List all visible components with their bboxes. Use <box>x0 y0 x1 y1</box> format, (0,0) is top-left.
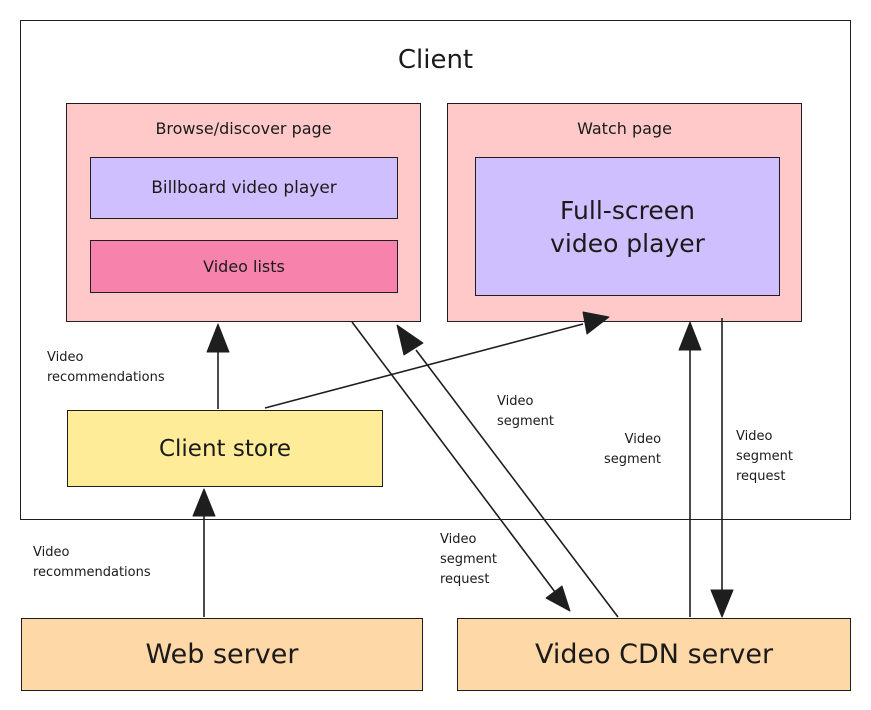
label-recs-to-store: Video recommendations <box>33 545 151 580</box>
client-store-label: Client store <box>158 435 292 462</box>
billboard-video-player: Billboard video player <box>90 157 398 219</box>
label-segment-to-browse: Video segment <box>497 394 555 429</box>
arrowhead-cdn-from-browse <box>545 585 571 612</box>
video-cdn-server-label: Video CDN server <box>534 639 774 670</box>
client-title: Client <box>397 45 474 75</box>
web-server-label: Web server <box>145 639 299 670</box>
label-segment-request-from-browse: Video segment request <box>440 532 498 587</box>
web-server: Web server <box>21 618 423 691</box>
billboard-video-player-label: Billboard video player <box>151 178 337 198</box>
label-segment-to-watch: Video segment <box>604 432 662 467</box>
watch-page-title: Watch page <box>577 119 672 138</box>
full-screen-video-player: Full-screen video player <box>475 157 780 296</box>
video-cdn-server: Video CDN server <box>457 618 851 691</box>
label-recs-to-browse: Video recommendations <box>47 350 165 385</box>
arrowhead-cdn-from-watch <box>710 589 734 618</box>
browse-page-title: Browse/discover page <box>155 119 332 138</box>
full-screen-video-player-label: Full-screen video player <box>550 195 705 258</box>
video-lists: Video lists <box>90 240 398 293</box>
label-segment-request-from-watch: Video segment request <box>736 429 794 484</box>
video-lists-label: Video lists <box>203 257 285 276</box>
client-store: Client store <box>67 410 383 487</box>
